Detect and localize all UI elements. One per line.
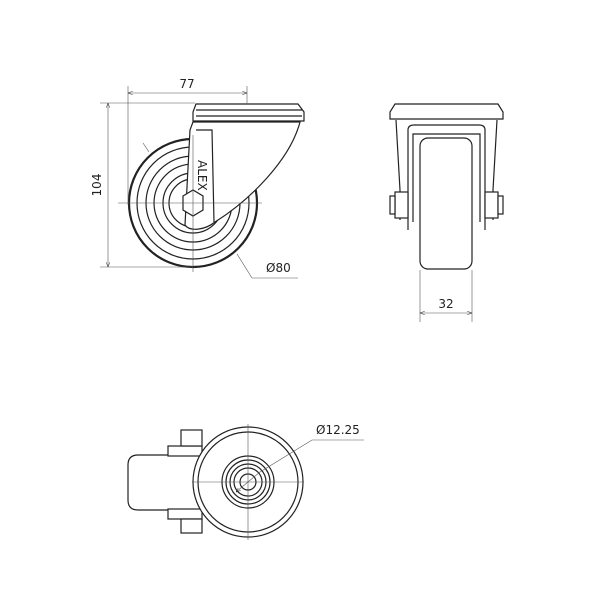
nut-right [484, 191, 499, 219]
wheel-front [419, 137, 473, 270]
dim-104: 104 [90, 174, 104, 197]
nut-left [394, 191, 409, 219]
top-plate-front [389, 103, 504, 120]
nut-bottom [180, 518, 203, 534]
dim-77: 77 [179, 77, 194, 91]
dim-12-25: Ø12.25 [316, 423, 360, 437]
logo-text: ALEX [195, 160, 209, 191]
front-view: 32 [389, 103, 504, 322]
bottom-view: Ø12.25 [127, 423, 364, 540]
fork-bottom [127, 454, 201, 511]
dim-80: Ø80 [266, 261, 291, 275]
dim-32: 32 [438, 297, 453, 311]
nut-top [180, 429, 203, 447]
side-view: ALEX 77 104 Ø80 [90, 77, 305, 279]
top-plate-side [192, 103, 305, 122]
